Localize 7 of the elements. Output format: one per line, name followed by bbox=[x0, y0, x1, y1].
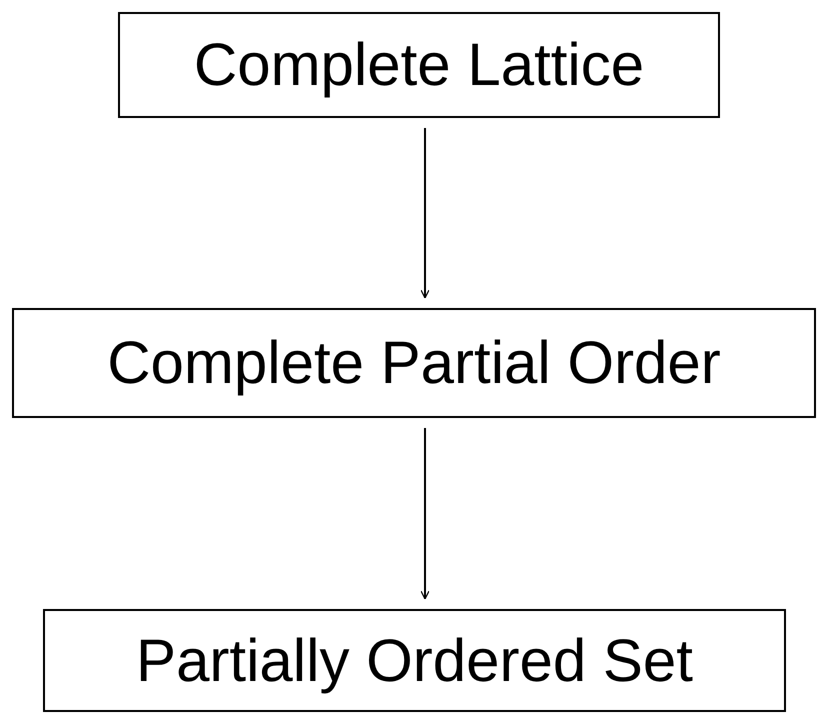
node-label: Complete Lattice bbox=[194, 35, 644, 95]
process-box bbox=[118, 12, 720, 118]
arrow bbox=[420, 128, 430, 299]
node-label: Complete Partial Order bbox=[107, 333, 721, 393]
process-box bbox=[43, 609, 786, 712]
arrow bbox=[420, 428, 430, 600]
process-box bbox=[12, 308, 816, 418]
